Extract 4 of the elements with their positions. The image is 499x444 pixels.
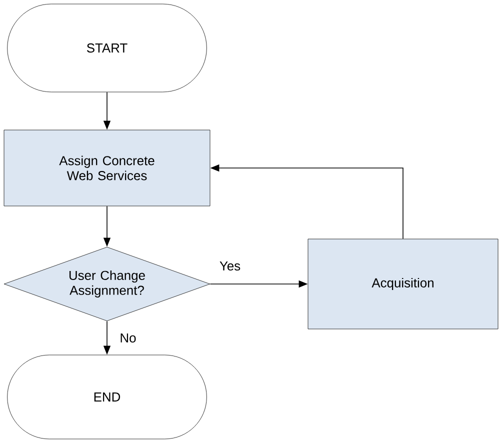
edge-label: Yes: [218, 260, 242, 272]
process-box: Acquisition: [308, 238, 498, 330]
process-box: Assign Concrete Web Services: [4, 130, 210, 206]
edge-label: No: [118, 332, 138, 344]
